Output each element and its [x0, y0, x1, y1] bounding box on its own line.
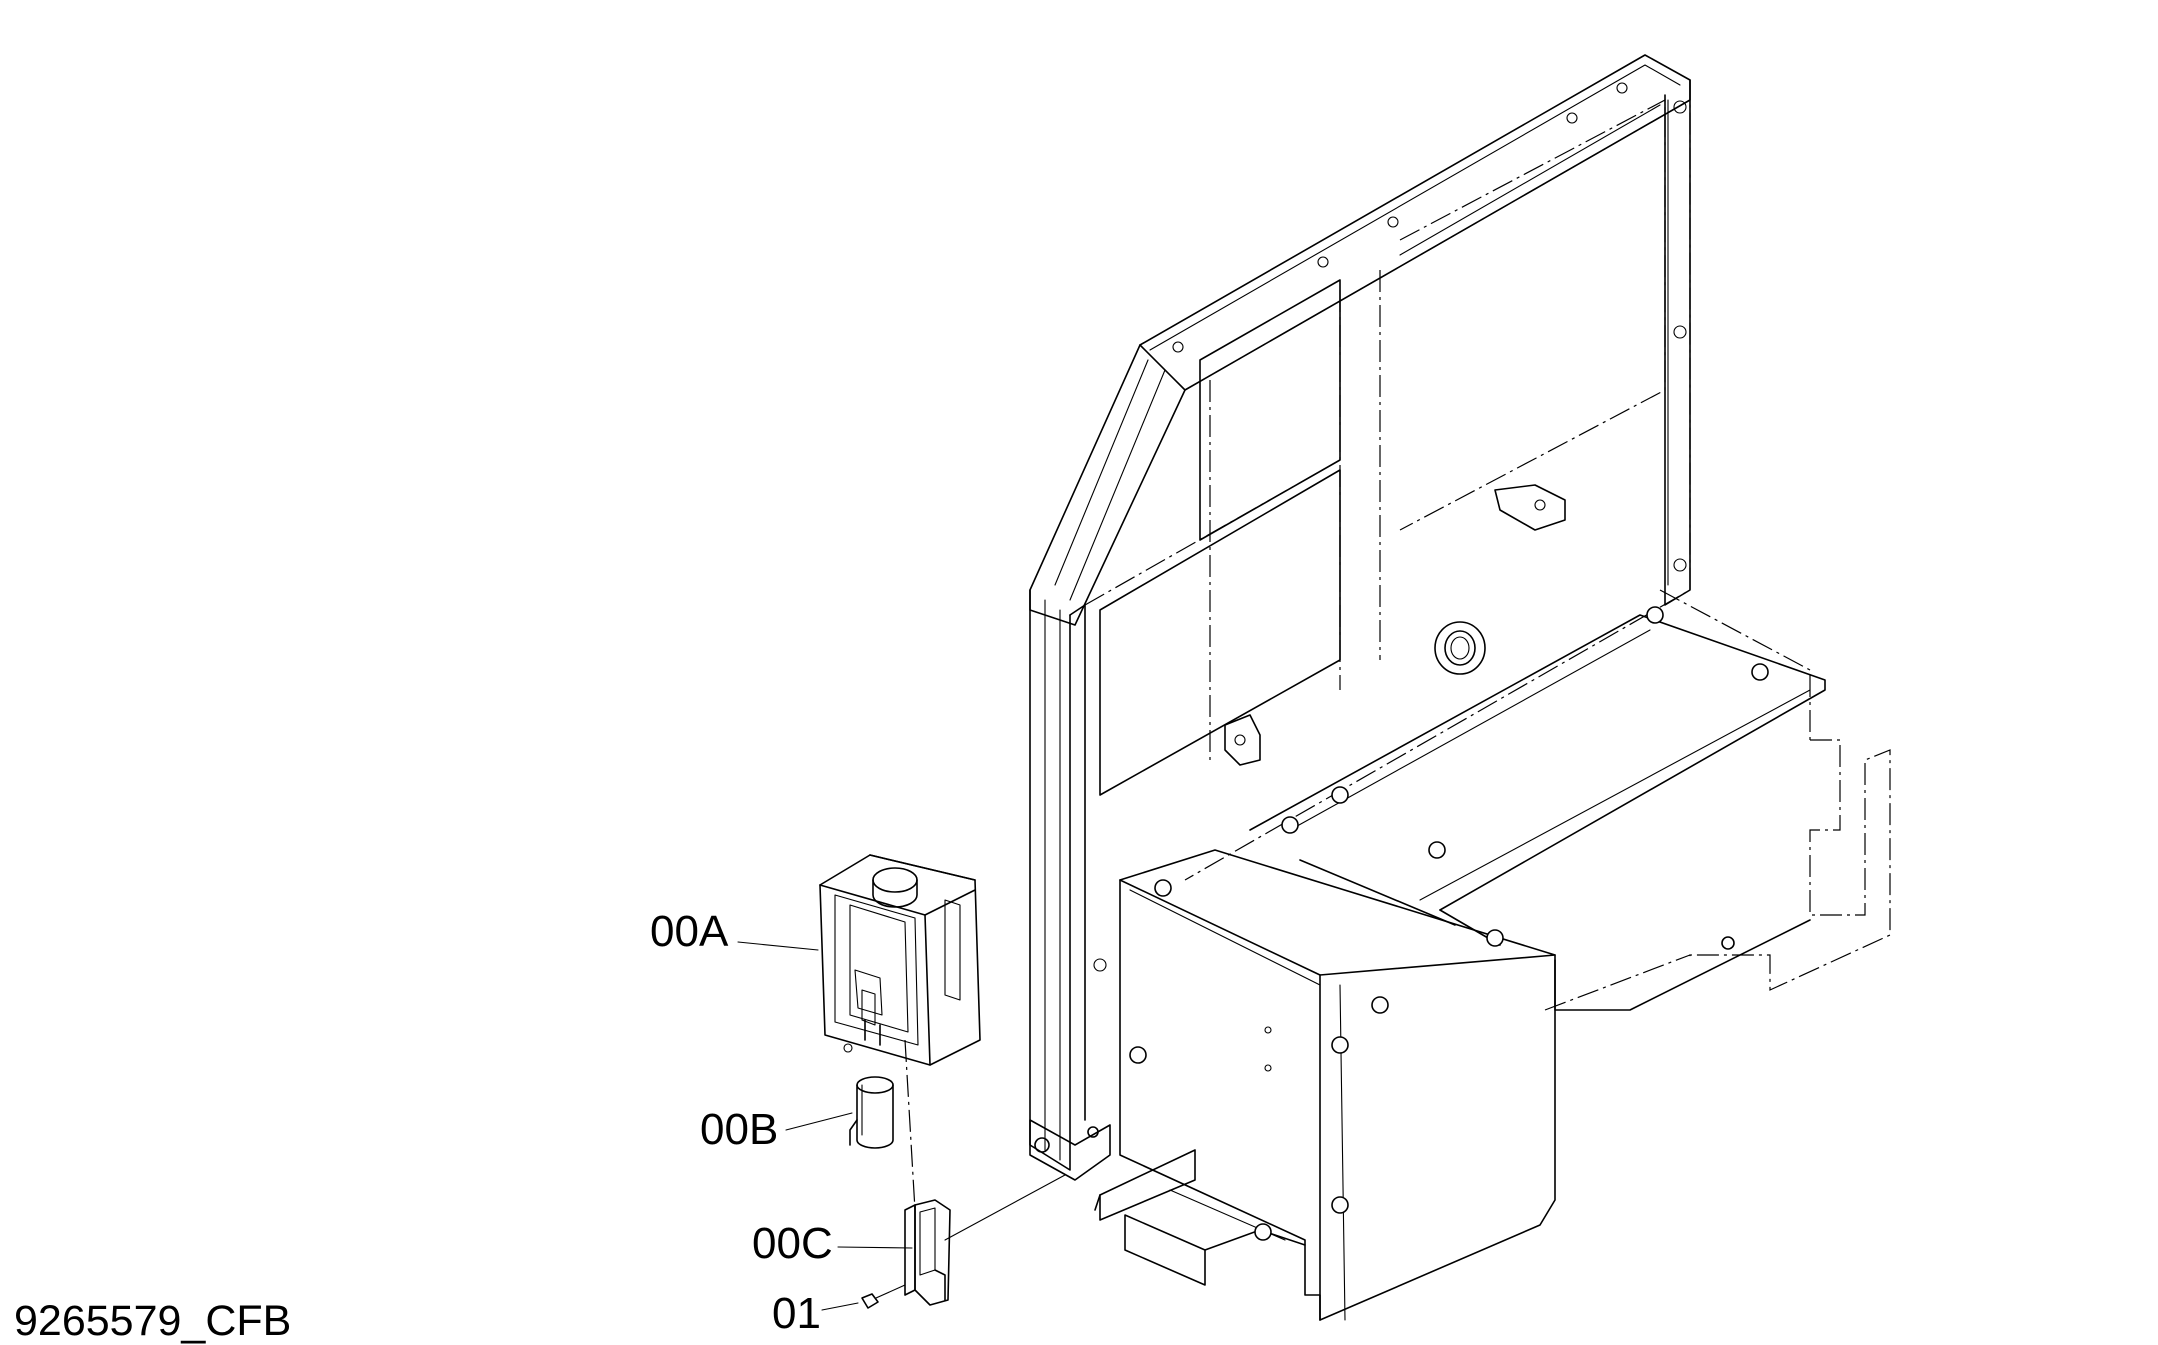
leader-00B [785, 1112, 853, 1131]
callout-00B: 00B [700, 1105, 779, 1154]
callout-01: 01 [772, 1289, 821, 1338]
housing-bolts [1129, 606, 1769, 1241]
drawing-id: 9265579_CFB [14, 1297, 292, 1345]
washer-tank [819, 854, 981, 1066]
washer-motor [849, 1076, 894, 1149]
assembly-line-tank [904, 1039, 916, 1211]
base-housing [1094, 606, 1826, 1321]
assembly-line-bracket [944, 1174, 1066, 1241]
callout-00A: 00A [650, 907, 729, 956]
callout-00C: 00C [752, 1219, 833, 1268]
leader-00C [837, 1246, 913, 1249]
leader-00A [737, 941, 819, 951]
bolt-01 [861, 1284, 906, 1309]
rail-holes [1093, 82, 1687, 972]
leader-01 [821, 1302, 859, 1311]
mounting-bracket [904, 1199, 951, 1306]
frame-assembly [1029, 54, 1891, 1181]
